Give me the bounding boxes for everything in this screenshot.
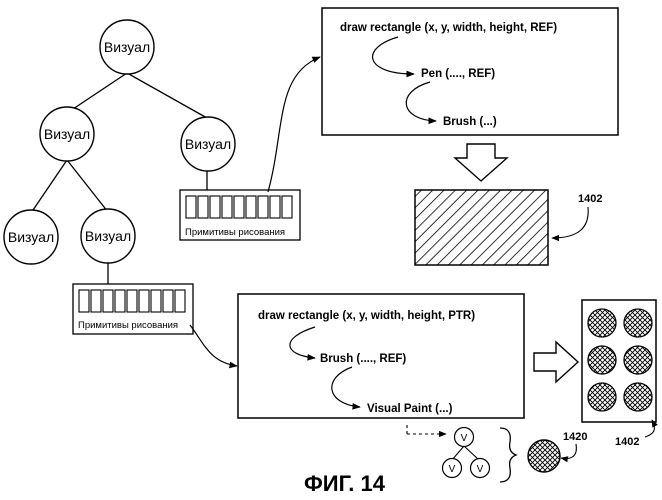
primitive-cell <box>222 196 232 218</box>
primitive-cell <box>163 290 173 312</box>
tree-node-label: Визуал <box>185 136 231 152</box>
panel-pattern-circle <box>624 383 652 411</box>
primitive-cell <box>175 290 185 312</box>
tree-node-mid-left: Визуал <box>40 107 94 161</box>
instruction-brush: Brush (...) <box>443 116 497 128</box>
panel-pattern-circle <box>588 309 616 337</box>
instruction-draw-rectangle: draw rectangle (x, y, width, height, REF… <box>340 22 557 34</box>
tree-node-leaf-left: Визуал <box>4 210 58 264</box>
curly-brace <box>500 428 516 482</box>
mini-node-label: V <box>477 464 484 475</box>
primitive-cell <box>186 196 196 218</box>
panel-pattern-circle <box>588 346 616 374</box>
tree-node-label: Визуал <box>44 126 90 142</box>
down-arrow <box>455 144 507 181</box>
primitive-cell <box>115 290 125 312</box>
primitive-cell <box>139 290 149 312</box>
drawing-primitives-bottom: Примитивы рисования <box>73 284 193 334</box>
instruction-box-bottom: draw rectangle (x, y, width, height, PTR… <box>238 294 524 418</box>
mini-node-label: V <box>449 464 456 475</box>
drawing-primitives-top: Примитивы рисования <box>180 190 300 240</box>
tree-node-mid-right: Визуал <box>181 117 235 171</box>
primitive-cell <box>79 290 89 312</box>
tree-node-root: Визуал <box>100 20 154 74</box>
ref-leader <box>552 207 588 238</box>
primitive-cell <box>234 196 244 218</box>
ref-label-hatched-rect: 1402 <box>578 193 602 205</box>
primitive-cell <box>127 290 137 312</box>
instruction-pen: Pen (...., REF) <box>421 68 495 80</box>
primitive-cell <box>246 196 256 218</box>
primitive-cell <box>210 196 220 218</box>
figure-caption: ФИГ. 14 <box>304 471 386 496</box>
primitive-cell <box>151 290 161 312</box>
instruction-visual-paint: Visual Paint (...) <box>367 403 453 415</box>
mini-node-label: V <box>461 433 468 444</box>
dashed-arrow <box>407 425 446 434</box>
instruction-box-top: draw rectangle (x, y, width, height, REF… <box>322 8 618 135</box>
tree-node-leaf-right: Визуал <box>81 209 135 263</box>
hatched-rectangle <box>415 190 548 265</box>
pattern-circle <box>528 440 560 472</box>
primitive-cell <box>270 196 280 218</box>
ref-label-pattern-panel: 1402 <box>615 436 639 448</box>
ref-leader <box>561 444 576 458</box>
instruction-brush: Brush (...., REF) <box>320 353 406 365</box>
tree-node-label: Визуал <box>85 228 131 244</box>
primitive-cell <box>282 196 292 218</box>
tree-node-label: Визуал <box>104 39 150 55</box>
primitives-to-box-arrow <box>268 57 320 192</box>
pattern-panel <box>582 300 656 422</box>
primitives-label: Примитивы рисования <box>185 227 285 238</box>
tree-node-label: Визуал <box>8 229 54 245</box>
mini-visual-tree: V V V <box>443 428 490 478</box>
primitives-to-box-arrow <box>190 325 237 366</box>
primitive-cell <box>91 290 101 312</box>
primitive-cell <box>198 196 208 218</box>
instruction-draw-rectangle: draw rectangle (x, y, width, height, PTR… <box>258 310 475 322</box>
right-arrow <box>534 342 578 382</box>
panel-pattern-circle <box>588 383 616 411</box>
primitives-label: Примитивы рисования <box>78 320 178 331</box>
panel-pattern-circle <box>624 309 652 337</box>
primitive-cells <box>79 290 185 312</box>
primitive-cell <box>258 196 268 218</box>
panel-pattern-circle <box>624 346 652 374</box>
ref-label-pattern-circle: 1420 <box>563 431 587 443</box>
primitive-cells <box>186 196 292 218</box>
primitive-cell <box>103 290 113 312</box>
